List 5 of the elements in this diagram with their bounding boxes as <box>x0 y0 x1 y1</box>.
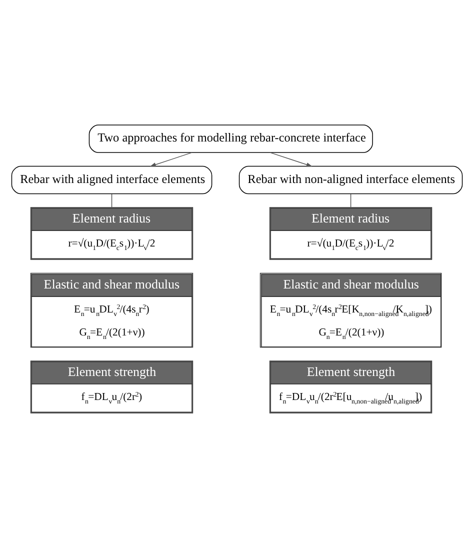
connector <box>350 193 352 208</box>
node-box: Two approaches for modelling rebar-concrete interface <box>88 124 373 152</box>
node-box: Rebar with non-aligned interface elements <box>238 165 463 194</box>
connector <box>111 193 112 208</box>
node-box: Rebar with aligned interface elements <box>11 165 212 194</box>
